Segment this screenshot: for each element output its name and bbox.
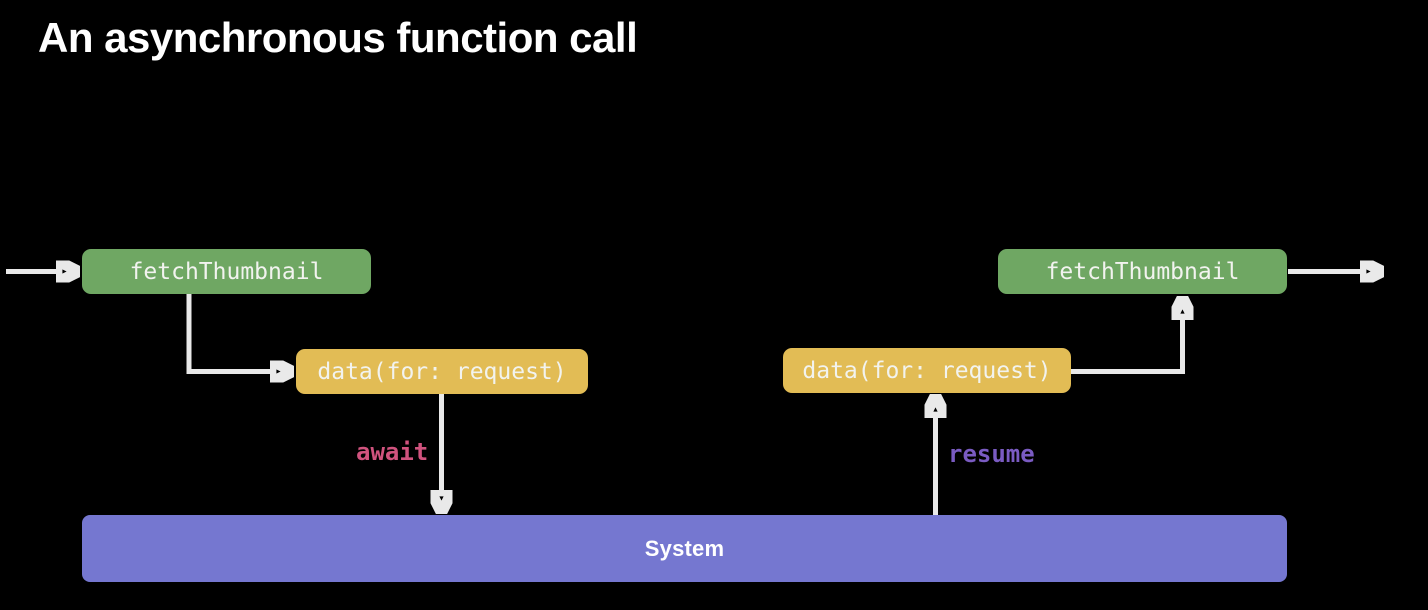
slide-title: An asynchronous function call bbox=[38, 14, 638, 61]
resume-keyword-label: resume bbox=[948, 440, 1035, 468]
arrow-data-right-to-fetch-right-icon bbox=[1071, 318, 1183, 374]
node-data-for-request-right: data(for: request) bbox=[783, 348, 1071, 393]
await-keyword-label: await bbox=[356, 438, 429, 466]
arrow-fetch-left-to-data-left-icon bbox=[186, 294, 272, 372]
node-fetchthumbnail-left: fetchThumbnail bbox=[82, 249, 371, 294]
system-bar: System bbox=[82, 515, 1287, 582]
node-fetchthumbnail-left-label: fetchThumbnail bbox=[129, 258, 324, 285]
node-data-for-request-right-label: data(for: request) bbox=[802, 357, 1052, 384]
node-fetchthumbnail-right: fetchThumbnail bbox=[998, 249, 1287, 294]
node-data-for-request-left-label: data(for: request) bbox=[317, 358, 567, 385]
node-data-for-request-left: data(for: request) bbox=[296, 349, 588, 394]
node-fetchthumbnail-right-label: fetchThumbnail bbox=[1045, 258, 1240, 285]
system-bar-label: System bbox=[644, 535, 725, 561]
